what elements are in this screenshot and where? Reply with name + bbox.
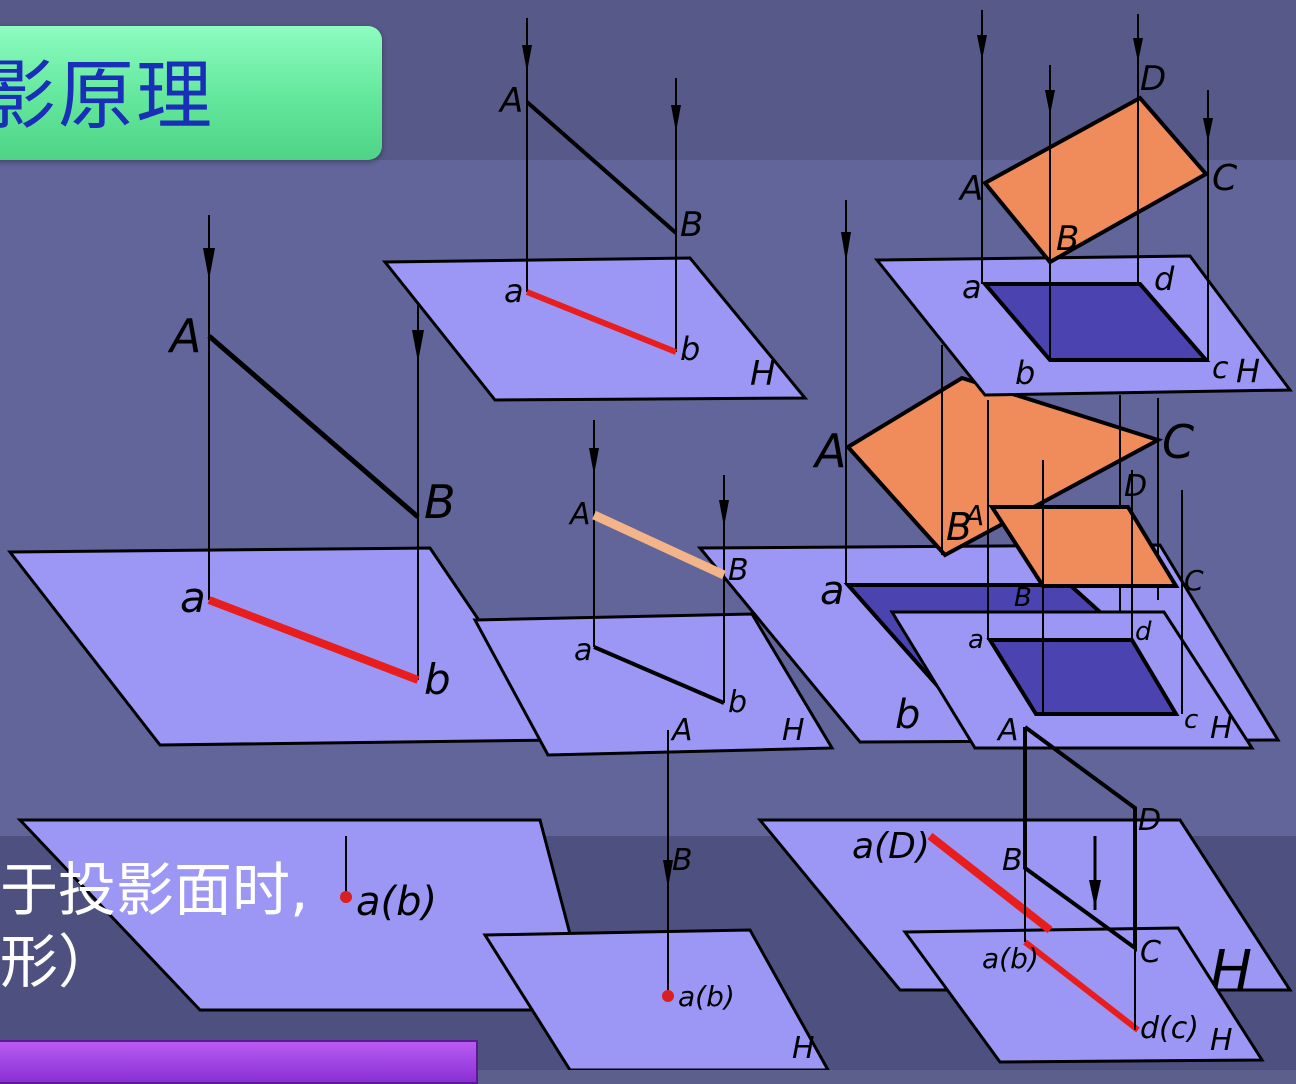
label-H-mc: H	[782, 713, 805, 748]
label-a-mr: a	[820, 568, 845, 614]
label-C-tr: C	[1212, 158, 1238, 199]
label-A-big: A	[167, 309, 201, 363]
line-AB-tm	[525, 100, 678, 235]
arrow-B	[412, 330, 424, 362]
label-B-tr: B	[1056, 219, 1079, 259]
arrow-tr-2	[1045, 90, 1055, 115]
label-C-br: C	[1140, 935, 1161, 970]
line-AB-mc	[592, 510, 726, 580]
arrow-A-tm	[522, 45, 532, 72]
label-B-bc: B	[672, 843, 693, 878]
label-a-tr: a	[962, 268, 982, 306]
projected-plate-small	[986, 638, 1180, 716]
label-b-tr: b	[1015, 354, 1035, 392]
slide-title: 影原理	[0, 51, 214, 140]
line-ab-tm	[525, 289, 678, 355]
point-projection	[340, 891, 352, 903]
label-ab-br: a(b)	[982, 942, 1039, 975]
plane-bottom-center	[482, 928, 830, 1070]
label-A-tr: A	[958, 169, 983, 209]
label-c-sr: c	[1184, 705, 1198, 735]
label-B-large: B	[946, 505, 972, 549]
label-C-sr: C	[1184, 564, 1204, 597]
label-A-tm: A	[498, 81, 523, 121]
label-B-mc: B	[728, 553, 749, 588]
line-AB-space	[207, 334, 420, 519]
arrow-B-mc	[719, 500, 729, 527]
label-b-tm: b	[680, 330, 700, 368]
plane-bottom-right	[902, 926, 1265, 1064]
arrow-mr-1	[841, 232, 851, 262]
label-a-mc: a	[574, 633, 592, 668]
line-ab-projection	[207, 596, 420, 684]
projected-plate-top	[980, 282, 1211, 362]
label-B-tm: B	[680, 205, 703, 245]
arrow-tr-4	[1203, 118, 1213, 142]
label-A-bc: A	[670, 713, 693, 748]
label-H-sr: H	[1210, 711, 1233, 746]
label-B-br: B	[1002, 843, 1023, 878]
arrow-B-tm	[671, 105, 681, 132]
label-A-large: A	[812, 424, 846, 478]
label-H-br: H	[1210, 1023, 1233, 1058]
label-D-large: D	[1124, 469, 1147, 504]
label-C-large: C	[1162, 415, 1194, 469]
label-D-tr: D	[1140, 59, 1166, 99]
plane-top-middle	[381, 256, 809, 402]
label-dc-br: d(c)	[1140, 1011, 1199, 1046]
oblique-plate-small	[988, 505, 1180, 588]
line-ab-mc	[593, 645, 725, 705]
label-ab-bc: a(b)	[678, 980, 735, 1013]
label-H-tr: H	[1236, 352, 1260, 390]
label-d-tr: d	[1154, 260, 1175, 298]
label-c-tr: c	[1212, 351, 1229, 386]
arrow-tr-1	[977, 35, 987, 60]
arrow-bc	[663, 860, 673, 888]
arrow-br-3	[1089, 880, 1101, 908]
purple-banner	[0, 1040, 478, 1084]
label-a-tm: a	[504, 272, 524, 310]
label-a-big: a	[180, 573, 206, 622]
oblique-plate-top	[981, 95, 1210, 265]
plane-middle-center	[472, 612, 835, 757]
caption-line-1: 于投影面时,	[0, 856, 309, 924]
label-aD: a(D)	[852, 826, 930, 867]
label-b-big: b	[424, 655, 451, 704]
label-b-mr: b	[895, 692, 920, 738]
point-ab-bc	[662, 990, 674, 1002]
label-d-sr: d	[1135, 617, 1152, 647]
title-box: 影原理	[0, 26, 382, 160]
label-A-mc: A	[568, 497, 591, 532]
arrow-A-mc	[589, 448, 599, 475]
label-a-sr: a	[968, 625, 984, 655]
arrow-A	[203, 248, 215, 280]
label-b-mc: b	[728, 685, 747, 720]
label-A-br: A	[996, 713, 1019, 748]
label-H-tm: H	[750, 354, 776, 394]
arrow-tr-3	[1133, 38, 1143, 62]
label-D-br: D	[1138, 803, 1161, 838]
caption-line-2: 形）	[0, 928, 117, 996]
label-ab-left: a(b)	[356, 879, 437, 925]
label-B-sr: B	[1014, 583, 1032, 613]
line-ad-projection-back	[927, 832, 1053, 934]
label-H-bc: H	[792, 1031, 815, 1066]
label-A-sr: A	[963, 499, 984, 532]
label-B-big: B	[424, 475, 456, 529]
line-ad-projection	[1023, 939, 1140, 1033]
